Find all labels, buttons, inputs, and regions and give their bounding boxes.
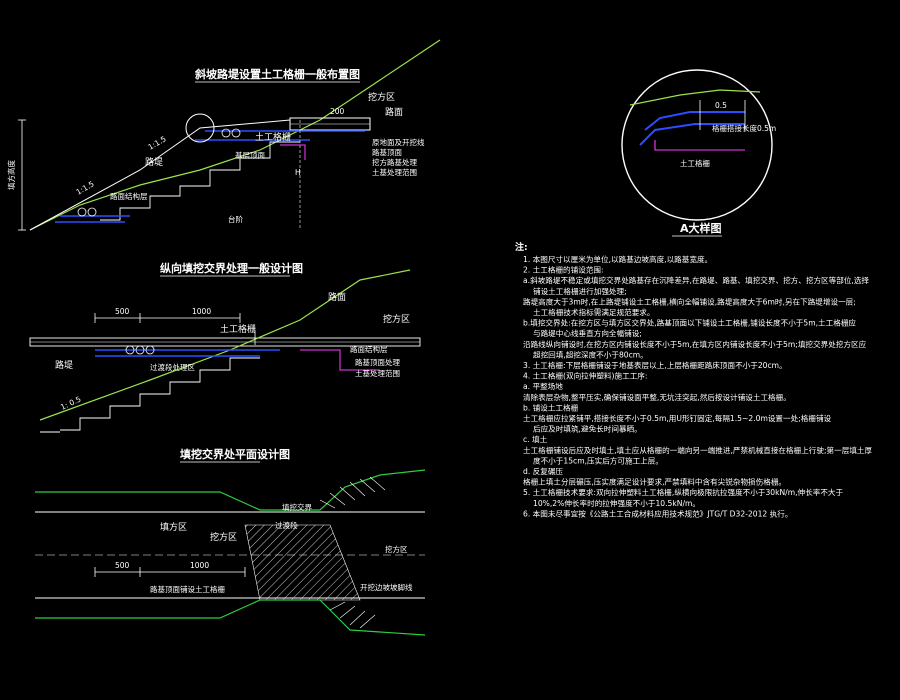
ground-line-s2 (39, 269, 411, 421)
detail-a-drawing: 格栅搭接长度0.5m 土工格栅 0.5 A大样图 (621, 69, 776, 237)
label-pavement: 路面结构层 (110, 191, 148, 201)
section3-title: 填挖交界处平面设计图 (180, 447, 290, 461)
label-slope: 1:1.5 (147, 134, 168, 152)
label-note1: 原地面及开挖线 (372, 137, 425, 147)
label-transition-s3: 过渡段 (275, 520, 298, 530)
label-grid-range-s3: 路基顶面铺设土工格栅 (150, 584, 225, 594)
label-note3: 挖方路基处理 (372, 157, 417, 167)
notes-block: 注: 1. 本图尺寸以厘米为单位,以路基边坡高度,以路基宽度。2. 土工格栅的铺… (515, 241, 873, 518)
geogrid-layers-s2 (95, 349, 280, 357)
detail-label-grid: 土工格栅 (680, 158, 710, 168)
note-line: 路堤高度大于3m时,在上路堤铺设土工格栅,横向全幅铺设,路堤高度大于6m时,另在… (523, 296, 856, 306)
detail-a-marker (185, 113, 215, 143)
note-line: 2. 土工格栅的铺设范围: (523, 265, 604, 275)
note-line: 清除表层杂物,整平压实,确保铺设面平整,无坑洼突起,然后按设计铺设土工格栅。 (523, 392, 791, 402)
note-line: 沿路线纵向铺设时,在挖方区内铺设长度不小于5m,在填方区内铺设长度不小于5m;填… (523, 339, 867, 349)
geogrid-layers-s1 (55, 130, 365, 223)
note-line: 土工格栅应拉紧铺平,搭接长度不小于0.5m,用U形钉固定,每隔1.5~2.0m设… (523, 413, 832, 423)
note-line: 6. 本图未尽事宜按《公路土工合成材料应用技术规范》JTG/T D32-2012… (523, 508, 792, 518)
detail-label-dim: 0.5 (715, 101, 727, 110)
note-line: 格栅上填土分层碾压,压实度满足设计要求,严禁填料中含有尖锐杂物损伤格栅。 (523, 477, 786, 487)
note-line: 超挖回填,超挖深度不小于80cm。 (533, 349, 648, 359)
note-line: 5. 土工格栅技术要求:双向拉伸塑料土工格栅,纵横向极限抗拉强度不小于30kN/… (523, 487, 844, 497)
label-cut-s3: 挖方区 (210, 531, 237, 543)
detail-circle (621, 69, 773, 221)
note-line: a.斜坡路堤不稳定或填挖交界处路基存在沉降差异,在路堤、路基、填挖交界、挖方、挖… (523, 275, 869, 285)
transition-hatch (244, 524, 361, 601)
note-line: b. 铺设土工格栅 (523, 402, 579, 412)
label-pave-s2: 路面结构层 (350, 344, 388, 354)
detail-slope-line (629, 89, 761, 106)
bench-steps (100, 141, 300, 221)
label-side-s3: 开挖边坡坡脚线 (360, 582, 413, 592)
notes-lines: 1. 本图尺寸以厘米为单位,以路基边坡高度,以路基宽度。2. 土工格栅的铺设范围… (523, 254, 873, 518)
label-left-dim: 填方高度 (6, 160, 16, 190)
label-cut-s2: 挖方区 (383, 313, 410, 325)
section1-drawing: 斜坡路堤设置土工格栅一般布置图 路堤 (6, 39, 441, 231)
label-road-s2: 路面 (328, 291, 346, 303)
notes-heading: 注: (515, 241, 528, 253)
bench-steps-s2 (60, 357, 260, 431)
label-subgrade: 挖方区 (368, 91, 395, 103)
dim-500-s2: 500 (115, 307, 130, 316)
cut-slope-ticks (319, 476, 386, 629)
note-line: d. 反复碾压 (523, 466, 563, 476)
note-line: 土工格栅技术指标需满足规范要求。 (533, 307, 655, 317)
note-line: b.填挖交界处:在挖方区与填方区交界处,路基顶面以下铺设土工格栅,铺设长度不小于… (523, 318, 856, 328)
note-line: 度不小于15cm,压实后方可施工上层。 (533, 455, 663, 465)
detail-title: A大样图 (680, 221, 722, 235)
boundary-top (35, 469, 426, 511)
note-line: 铺设土工格栅进行加强处理; (533, 286, 627, 296)
section2-drawing: 纵向填挖交界处理一般设计图 500 1000 土工格栅 路面 路堤 挖方区 1 (29, 261, 421, 433)
label-slope2: 1:1.5 (75, 179, 96, 197)
label-boundary-s3: 填挖交界 (282, 502, 312, 512)
detail-geogrid (639, 111, 745, 146)
label-geogrid-s1: 土工格栅 (255, 131, 291, 143)
label-fill-s3: 填方区 (160, 521, 187, 533)
note-line: 3. 土工格栅:下层格栅铺设于地基表层以上,上层格栅距路床顶面不小于20cm。 (523, 360, 787, 370)
detail-label-overlap: 格栅搭接长度0.5m (712, 123, 776, 133)
dim-1000-s3: 1000 (190, 561, 209, 570)
note-line: 与路堤中心线垂直方向全幅铺设; (533, 328, 642, 338)
label-note2: 路基顶面 (372, 147, 402, 157)
note-line: 10%,2%伸长率时的拉伸强度不小于10.5kN/m。 (533, 498, 700, 508)
dim-500-s3: 500 (115, 561, 130, 570)
cut-outline (280, 144, 306, 160)
cut-outline-s2 (300, 349, 380, 371)
ground-line (29, 39, 441, 231)
label-h: H (295, 168, 301, 177)
section3-drawing: 填挖交界处平面设计图 500 1000 挖方区 填方区 过渡段 挖方区 路基顶面… (35, 447, 426, 636)
label-note2-s2: 土基处理范围 (355, 368, 400, 378)
marker-circles-s2 (125, 345, 155, 355)
note-line: 4. 土工格栅(双向拉伸塑料)施工工序: (523, 371, 647, 381)
label-fill-s2: 路堤 (55, 359, 73, 371)
note-line: 后应及时填筑,避免长时间暴晒。 (533, 424, 642, 434)
note-line: 1. 本图尺寸以厘米为单位,以路基边坡高度,以路基宽度。 (523, 254, 712, 264)
label-cut-r-s3: 挖方区 (385, 544, 408, 554)
label-note-s2: 路基顶面处理 (355, 357, 400, 367)
label-dim-200: 200 (330, 107, 345, 116)
label-fill: 路堤 (145, 156, 163, 168)
note-line: 土工格栅铺设后应及时填土,填土应从格栅的一端向另一端推进,严禁机械直接在格栅上行… (523, 445, 873, 455)
note-line: c. 填土 (523, 434, 548, 444)
marker-circles-s1 (77, 128, 241, 217)
dim-1000-s2: 1000 (192, 307, 211, 316)
boundary-bottom (35, 599, 426, 636)
detail-outline (654, 140, 745, 151)
label-geogrid-s2: 土工格栅 (220, 323, 256, 335)
label-base: 基层顶面 (235, 150, 265, 160)
embankment-slope (29, 119, 291, 231)
label-note4: 土基处理范围 (372, 167, 417, 177)
section1-title: 斜坡路堤设置土工格栅一般布置图 (194, 67, 360, 81)
note-line: a. 平整场地 (523, 381, 563, 391)
section2-title: 纵向填挖交界处理一般设计图 (160, 261, 303, 275)
label-step: 台阶 (228, 214, 243, 224)
label-road: 路面 (385, 106, 403, 118)
label-zone-s2: 过渡段处理区 (150, 362, 195, 372)
